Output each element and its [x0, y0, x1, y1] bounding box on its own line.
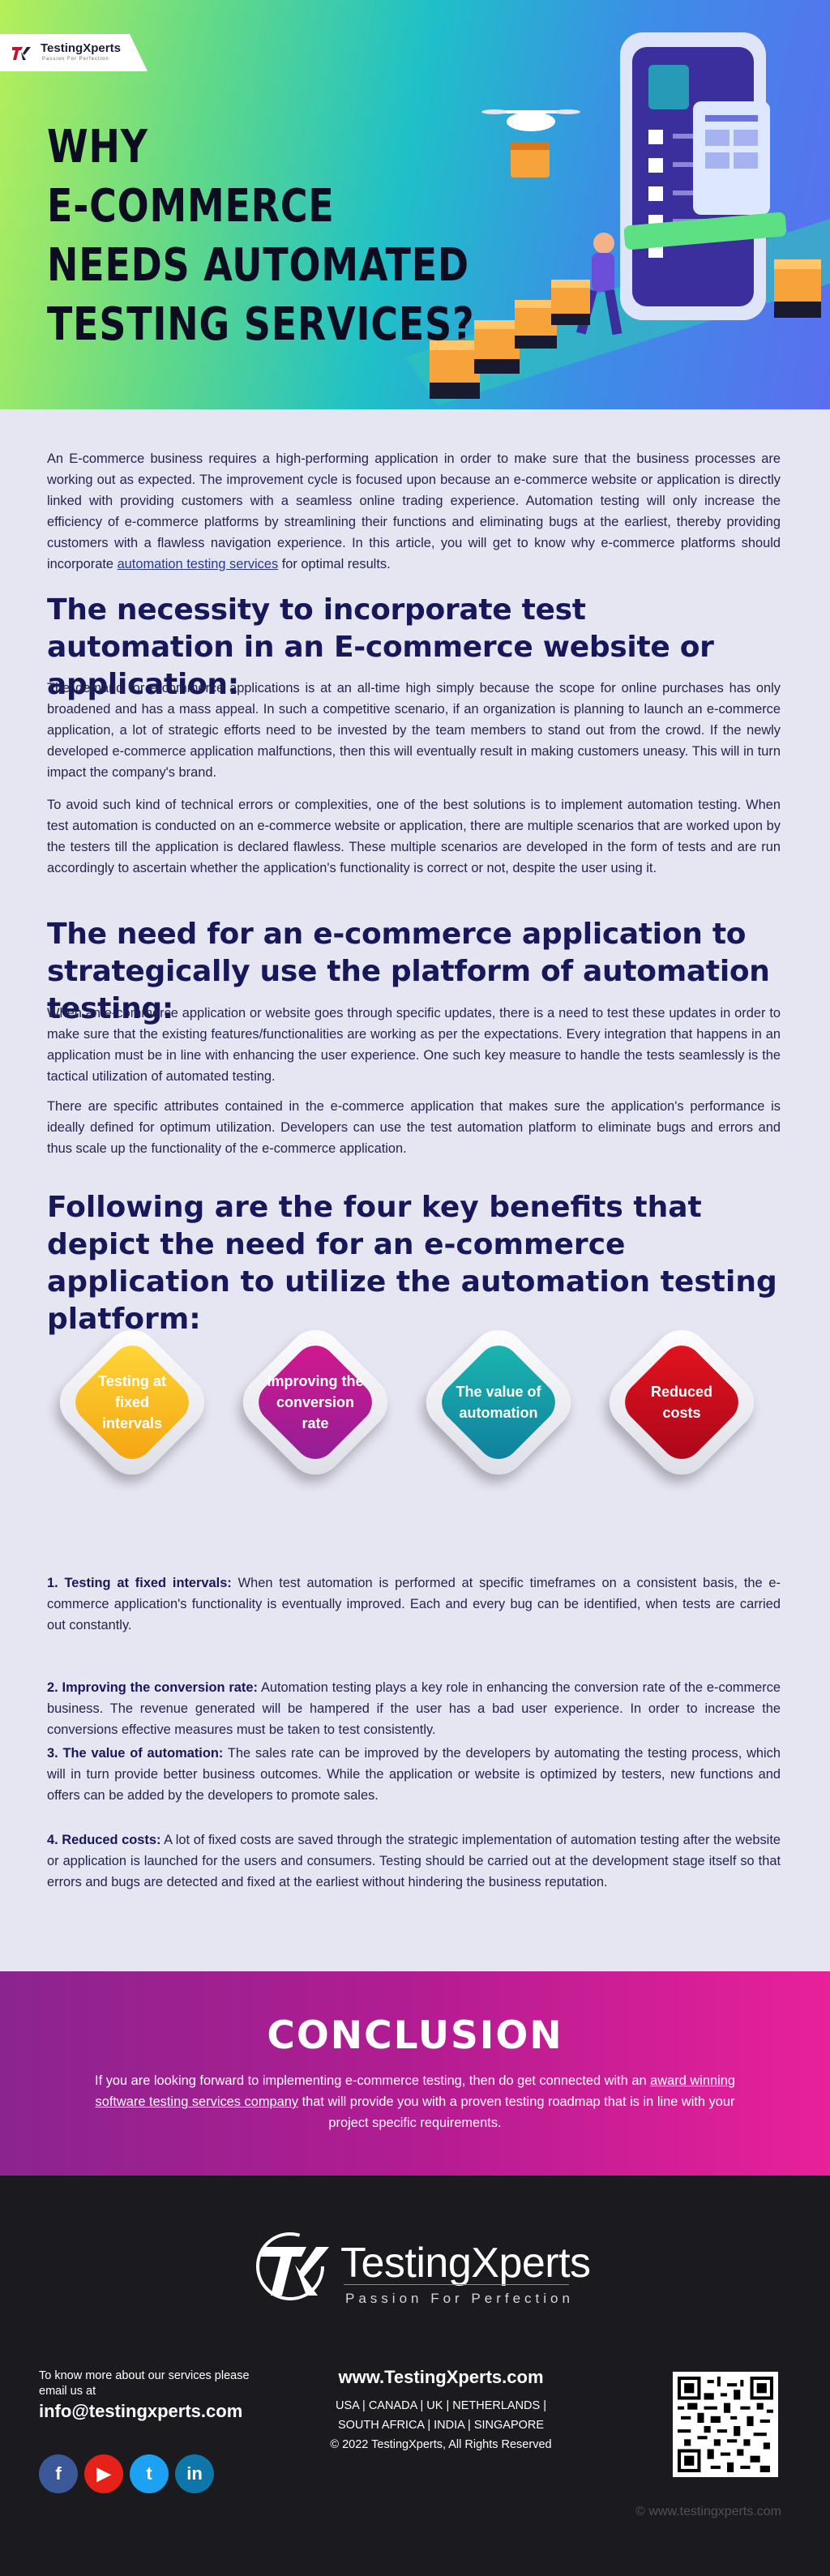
benefit-point: 4. Reduced costs: A lot of fixed costs a… — [47, 1829, 781, 1893]
section1-paragraph-2: To avoid such kind of technical errors o… — [47, 798, 781, 875]
boxes-icon — [430, 259, 821, 399]
title-line: E-COMMERCE — [47, 180, 335, 233]
benefit-label: The value of automation — [456, 1384, 541, 1421]
logo-name: TestingXperts — [41, 41, 121, 55]
section3-heading: Following are the four key benefits that… — [47, 1191, 777, 1336]
conclusion-title: CONCLUSION — [267, 2013, 563, 2058]
point-text: The sales rate can be improved by the de… — [47, 1746, 781, 1803]
footer: TestingXperts Passion For Perfection To … — [0, 2176, 830, 2576]
benefit-point: 1. Testing at fixed intervals: When test… — [47, 1573, 781, 1636]
website-link[interactable]: www.TestingXperts.com — [338, 2367, 544, 2387]
section2-paragraph-2: There are specific attributes contained … — [47, 1099, 781, 1156]
youtube-icon[interactable]: ▶ — [84, 2454, 123, 2493]
point-title: 2. Improving the conversion rate: — [47, 1680, 258, 1695]
benefits-diagram: Testing at fixed intervals Improving the… — [47, 1317, 781, 1512]
benefit-diamond: Reduced costs — [597, 1317, 767, 1496]
conclusion-text-start: If you are looking forward to implementi… — [95, 2073, 651, 2088]
logo-tagline: Passion For Perfection — [42, 57, 109, 62]
section2-paragraph-1: When an e-commerce application or websit… — [47, 1006, 781, 1084]
qr-code-icon — [678, 2377, 773, 2472]
linkedin-glyph: in — [186, 2463, 203, 2484]
youtube-glyph: ▶ — [96, 2463, 111, 2484]
conclusion-section: CONCLUSION If you are looking forward to… — [0, 1971, 830, 2176]
benefit-point: 3. The value of automation: The sales ra… — [47, 1743, 781, 1806]
page-title: WHY E-COMMERCE NEEDS AUTOMATED TESTING S… — [47, 118, 475, 354]
twitter-icon[interactable]: t — [130, 2454, 169, 2493]
benefit-diamond: Improving the conversion rate — [230, 1317, 400, 1496]
hero-illustration — [405, 32, 830, 405]
twitter-glyph: t — [146, 2463, 152, 2484]
footer-motto: Passion For Perfection — [345, 2291, 574, 2306]
benefit-point: 2. Improving the conversion rate: Automa… — [47, 1677, 781, 1740]
box-icon — [511, 142, 550, 178]
footer-divider — [344, 2284, 569, 2285]
conclusion-text: If you are looking forward to implementi… — [81, 2070, 749, 2133]
intro-text-end: for optimal results. — [278, 557, 391, 571]
automation-testing-services-link[interactable]: automation testing services — [117, 557, 279, 571]
qr-code[interactable] — [673, 2372, 778, 2477]
tx-logo-icon — [12, 47, 31, 60]
footer-brand: TestingXperts — [340, 2240, 591, 2287]
title-line: WHY — [47, 121, 148, 173]
conclusion-text-end: that will provide you with a proven test… — [298, 2095, 735, 2130]
facebook-glyph: f — [55, 2463, 62, 2484]
benefit-label: Testing at fixed intervals — [98, 1373, 166, 1431]
section2-heading: The need for an e-commerce application t… — [47, 918, 770, 1025]
locations: USA | CANADA | UK | NETHERLANDS | SOUTH … — [279, 2396, 603, 2454]
point-title: 3. The value of automation: — [47, 1746, 224, 1761]
section1-heading: The necessity to incorporate test automa… — [47, 593, 714, 701]
intro-paragraph: An E-commerce business requires a high-p… — [47, 448, 781, 575]
locations-line: USA | CANADA | UK | NETHERLANDS | — [335, 2399, 547, 2412]
point-title: 1. Testing at fixed intervals: — [47, 1576, 232, 1590]
point-text: A lot of fixed costs are saved through t… — [47, 1833, 781, 1889]
point-title: 4. Reduced costs: — [47, 1833, 161, 1847]
linkedin-icon[interactable]: in — [175, 2454, 214, 2493]
testing-company-link[interactable]: award winning software testing services … — [95, 2073, 735, 2109]
email-link[interactable]: info@testingxperts.com — [39, 2401, 243, 2421]
watermark: © www.testingxperts.com — [635, 2505, 781, 2518]
section1-paragraph-1: The demand for e-commerce applications i… — [47, 681, 781, 780]
copyright: © 2022 TestingXperts, All Rights Reserve… — [330, 2438, 552, 2451]
title-line: TESTING SERVICES? — [47, 298, 475, 351]
benefit-label: Improving the conversion rate — [267, 1373, 364, 1431]
benefit-diamond: Testing at fixed intervals — [47, 1317, 217, 1496]
hero-banner: TestingXperts Passion For Perfection WHY… — [0, 0, 830, 409]
tx-logo-icon — [256, 2232, 329, 2300]
point-text: Automation testing plays a key role in e… — [47, 1680, 781, 1737]
benefit-diamond: The value of automation — [413, 1317, 584, 1496]
know-more-text: To know more about our services please e… — [39, 2369, 250, 2398]
benefit-label: Reduced costs — [650, 1384, 713, 1421]
locations-line: SOUTH AFRICA | INDIA | SINGAPORE — [337, 2419, 545, 2432]
header-logo[interactable]: TestingXperts Passion For Perfection — [0, 34, 148, 71]
point-text: When test automation is performed at spe… — [47, 1576, 781, 1632]
title-line: NEEDS AUTOMATED — [47, 239, 469, 292]
facebook-icon[interactable]: f — [39, 2454, 78, 2493]
intro-text: An E-commerce business requires a high-p… — [47, 451, 781, 571]
